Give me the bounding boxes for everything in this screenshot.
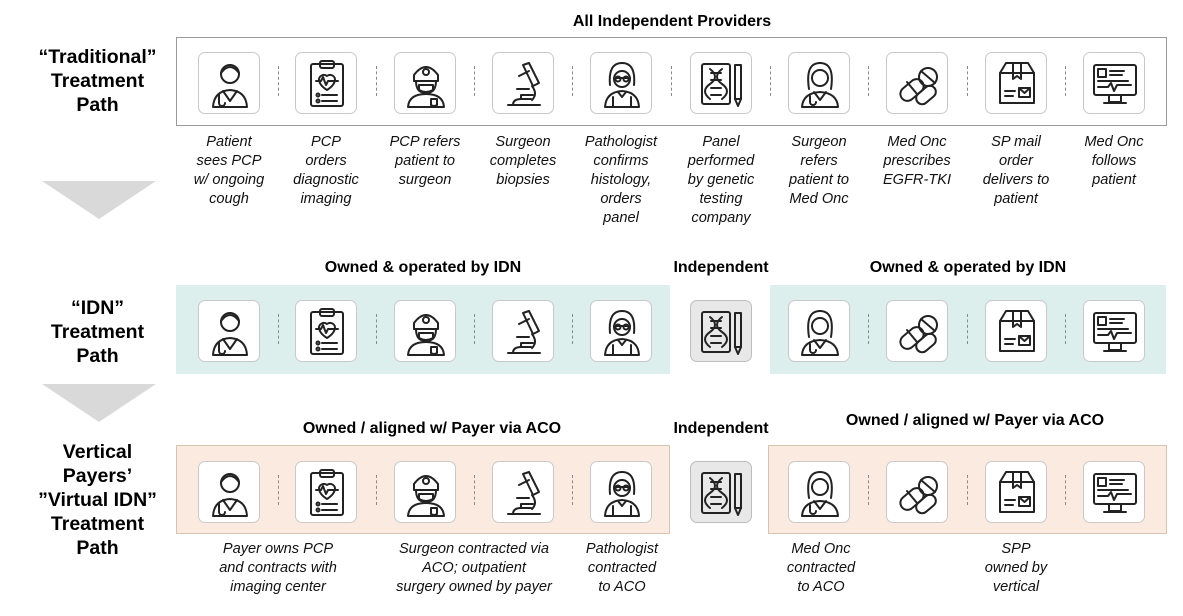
header-idn-independent: Independent bbox=[673, 259, 769, 276]
monitor-icon bbox=[1083, 461, 1145, 523]
step-divider bbox=[474, 66, 475, 96]
clipboard-icon bbox=[295, 300, 357, 362]
step-divider bbox=[474, 314, 475, 344]
down-chevron-1 bbox=[42, 181, 156, 219]
idn-path-title: “IDN” Treatment Path bbox=[50, 297, 145, 367]
header-idn-owned-right: Owned & operated by IDN bbox=[869, 259, 1067, 276]
dna-report-icon bbox=[690, 52, 752, 114]
step-divider bbox=[278, 66, 279, 96]
patient-icon bbox=[198, 52, 260, 114]
pills-icon bbox=[886, 461, 948, 523]
package-icon bbox=[985, 52, 1047, 114]
step-divider bbox=[770, 66, 771, 96]
doctor-icon bbox=[788, 52, 850, 114]
step-divider bbox=[572, 475, 573, 505]
step-divider bbox=[278, 475, 279, 505]
step-divider bbox=[868, 475, 869, 505]
doctor-icon bbox=[788, 461, 850, 523]
pills-icon bbox=[886, 52, 948, 114]
step-divider bbox=[278, 314, 279, 344]
pills-icon bbox=[886, 300, 948, 362]
clipboard-icon bbox=[295, 461, 357, 523]
doctor-icon bbox=[788, 300, 850, 362]
step-divider bbox=[1065, 475, 1066, 505]
monitor-icon bbox=[1083, 52, 1145, 114]
microscope-icon bbox=[492, 300, 554, 362]
step-divider bbox=[671, 66, 672, 96]
header-payer-left: Owned / aligned w/ Payer via ACO bbox=[302, 420, 562, 437]
pathologist-icon bbox=[590, 300, 652, 362]
surgeon-icon bbox=[394, 300, 456, 362]
step-divider bbox=[967, 66, 968, 96]
step-divider bbox=[376, 314, 377, 344]
step-divider bbox=[967, 314, 968, 344]
header-idn-owned-left: Owned & operated by IDN bbox=[324, 259, 522, 276]
down-chevron-2 bbox=[42, 384, 156, 422]
microscope-icon bbox=[492, 52, 554, 114]
surgeon-icon bbox=[394, 461, 456, 523]
dna-report-icon bbox=[690, 461, 752, 523]
traditional-path-title: “Traditional” Treatment Path bbox=[38, 46, 157, 116]
header-payer-right: Owned / aligned w/ Payer via ACO bbox=[845, 412, 1105, 429]
header-all-independent: All Independent Providers bbox=[572, 13, 772, 30]
package-icon bbox=[985, 461, 1047, 523]
clipboard-icon bbox=[295, 52, 357, 114]
dna-report-icon bbox=[690, 300, 752, 362]
header-payer-independent: Independent bbox=[673, 420, 769, 437]
pathologist-icon bbox=[590, 52, 652, 114]
patient-icon bbox=[198, 300, 260, 362]
step-divider bbox=[967, 475, 968, 505]
step-divider bbox=[1065, 66, 1066, 96]
step-divider bbox=[376, 66, 377, 96]
monitor-icon bbox=[1083, 300, 1145, 362]
patient-icon bbox=[198, 461, 260, 523]
vertical-path-title: Vertical Payers’ ”Virtual IDN” Treatment… bbox=[38, 441, 157, 559]
step-divider bbox=[868, 66, 869, 96]
surgeon-icon bbox=[394, 52, 456, 114]
step-divider bbox=[1065, 314, 1066, 344]
pathologist-icon bbox=[590, 461, 652, 523]
step-divider bbox=[572, 314, 573, 344]
step-divider bbox=[572, 66, 573, 96]
package-icon bbox=[985, 300, 1047, 362]
step-divider bbox=[868, 314, 869, 344]
step-divider bbox=[376, 475, 377, 505]
step-divider bbox=[474, 475, 475, 505]
microscope-icon bbox=[492, 461, 554, 523]
